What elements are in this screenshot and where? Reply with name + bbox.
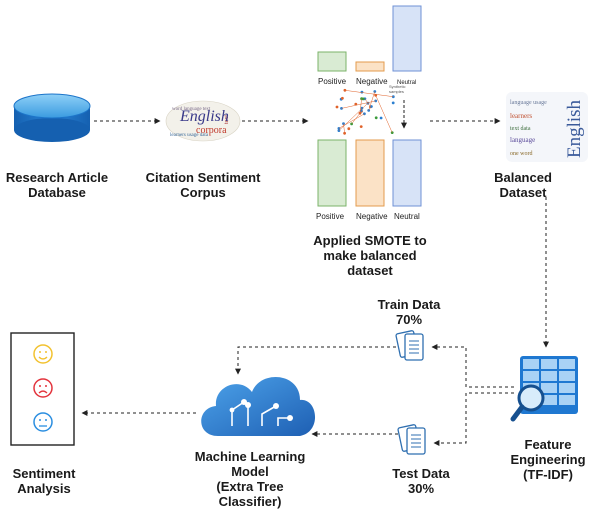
scatter-link [338, 113, 365, 129]
label-ml-model: Machine Learning Model (Extra Tree Class… [194, 449, 306, 509]
label-train: Train Data 70% [377, 297, 441, 327]
corpus-word-corpora: corpora [196, 125, 227, 136]
imbalanced-label-positive: Positive [318, 77, 347, 86]
smote-note: Synthetic samples [389, 84, 406, 94]
svg-text:language: language [510, 136, 535, 144]
scatter-point [354, 102, 358, 106]
neutral-face-icon [33, 412, 53, 432]
label-research-db: Research Article Database [5, 170, 109, 200]
scatter-link [343, 123, 345, 134]
imbalanced-bar-negative [355, 61, 385, 72]
scatter-point [335, 105, 339, 109]
svg-text:word language text: word language text [172, 107, 211, 112]
balanced-bar-positive [317, 139, 347, 207]
scatter-point [361, 97, 365, 101]
arrow-feature-to-test [433, 392, 514, 446]
imbalanced-label-neutral: Neutral [397, 80, 417, 86]
scatter-point [341, 96, 344, 100]
corpus-wordcloud-icon: word language text learners usage data t… [165, 100, 241, 142]
arrow-train-to-model [235, 346, 396, 375]
scatter-point [347, 127, 351, 131]
scatter-point [359, 125, 363, 128]
feature-engineering-icon [510, 356, 578, 422]
database-icon [13, 93, 91, 142]
imbalanced-bar-neutral [392, 5, 422, 72]
balanced-label-positive: Positive [316, 212, 345, 221]
ml-cloud-icon [201, 377, 316, 436]
smote-scatter [335, 88, 395, 135]
sad-face-icon [33, 378, 53, 398]
scatter-point [360, 106, 364, 110]
sentiment-panel [10, 332, 75, 446]
scatter-point [391, 101, 395, 105]
balanced-wordcloud-icon: language usage learners text data langua… [506, 92, 588, 162]
svg-text:learners usage data: learners usage data [170, 133, 209, 138]
scatter-link [351, 111, 362, 125]
scatter-link [344, 90, 394, 97]
balanced-label-negative: Negative [356, 212, 388, 221]
svg-text:text: text [224, 115, 230, 124]
test-data-icon [397, 424, 426, 455]
scatter-point [374, 116, 378, 120]
scatter-link [368, 91, 376, 111]
happy-face-icon [33, 344, 53, 364]
balanced-bar-neutral [392, 139, 422, 207]
imbalanced-bar-positive [317, 51, 347, 72]
imbalanced-label-negative: Negative [356, 77, 388, 86]
corpus-word-english: English [180, 108, 229, 125]
balanced-chart [317, 139, 422, 207]
label-feature: Feature Engineering (TF-IDF) [510, 437, 586, 482]
svg-text:learners: learners [510, 112, 532, 120]
scatter-link [359, 98, 362, 114]
scatter-point [379, 116, 383, 120]
arrow-feature-to-train [431, 344, 514, 388]
flow-arrows [81, 118, 549, 446]
svg-text:one word: one word [510, 151, 533, 157]
scatter-link [338, 103, 369, 131]
train-data-icon [395, 330, 424, 361]
label-corpus: Citation Sentiment Corpus [145, 170, 261, 200]
balanced-label-neutral: Neutral [394, 212, 420, 221]
label-test: Test Data 30% [392, 466, 450, 496]
balanced-bar-negative [355, 139, 385, 207]
scatter-link [341, 100, 376, 109]
scatter-point [360, 90, 364, 94]
svg-text:language usage: language usage [510, 100, 547, 106]
svg-text:text data: text data [510, 126, 531, 132]
scatter-point [343, 131, 346, 135]
scatter-link [375, 95, 393, 133]
label-smote: Applied SMOTE to make balanced dataset [313, 233, 427, 278]
label-sentiment: Sentiment Analysis [12, 466, 76, 496]
balanced-word-english: English [564, 99, 586, 159]
imbalanced-chart [317, 5, 422, 72]
label-balanced: Balanced Dataset [494, 170, 552, 200]
scatter-point [370, 105, 373, 108]
